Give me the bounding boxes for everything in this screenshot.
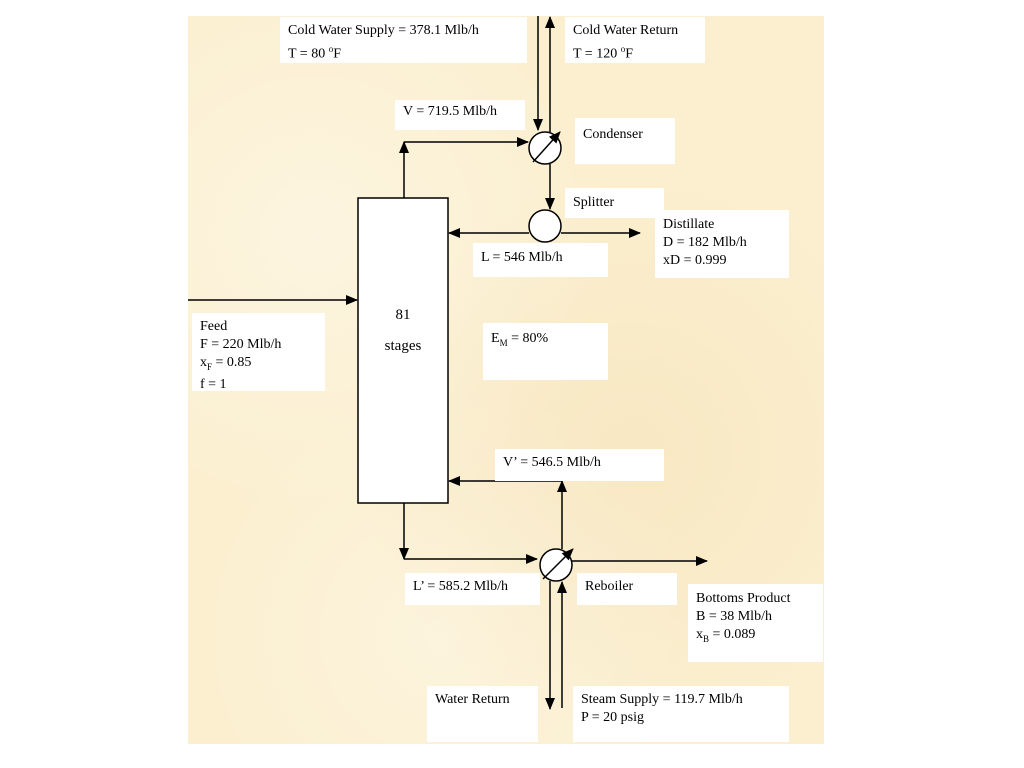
column-stages-label: 81 stages — [358, 300, 448, 362]
diagram-background — [188, 16, 824, 744]
water-return-label: Water Return — [427, 686, 538, 742]
distillate-purity: xD = 0.999 — [663, 253, 727, 268]
reboiler-label: Reboiler — [577, 573, 677, 605]
splitter-node — [528, 209, 562, 243]
feed-flow: F = 220 Mlb/h — [200, 337, 282, 352]
bottoms-title: Bottoms Product — [696, 591, 791, 606]
steam-supply-label: Steam Supply = 119.7 Mlb/h P = 20 psig — [573, 686, 789, 742]
distillation-column — [357, 197, 449, 504]
column-stage-count: 81 — [395, 307, 411, 323]
cold-water-supply-flow: Cold Water Supply = 378.1 Mlb/h — [288, 23, 479, 38]
cold-water-return-temp: T = 120 oF — [573, 44, 633, 62]
steam-supply-flow: Steam Supply = 119.7 Mlb/h — [581, 692, 743, 707]
vapor-top-label: V = 719.5 Mlb/h — [395, 100, 525, 130]
liquid-bottom-label: L’ = 585.2 Mlb/h — [405, 573, 540, 605]
column-stage-unit: stages — [384, 338, 422, 354]
vapor-bottom-label: V’ = 546.5 Mlb/h — [495, 449, 664, 481]
reflux-label: L = 546 Mlb/h — [473, 243, 608, 277]
feed-title: Feed — [200, 319, 228, 334]
condenser-label: Condenser — [575, 118, 675, 164]
cold-water-supply-temp: T = 80 oF — [288, 44, 341, 62]
cold-water-return-title: Cold Water Return — [573, 23, 679, 38]
reboiler-diagonal-arrow — [542, 548, 574, 580]
distillate-flow: D = 182 Mlb/h — [663, 235, 747, 250]
bottoms-flow: B = 38 Mlb/h — [696, 609, 772, 624]
splitter-label: Splitter — [565, 188, 664, 218]
steam-supply-pressure: P = 20 psig — [581, 710, 644, 725]
condenser-diagonal-arrow — [532, 131, 561, 163]
distillate-title: Distillate — [663, 217, 715, 232]
distillate-label: Distillate D = 182 Mlb/h xD = 0.999 — [655, 210, 789, 278]
bottoms-product-label: Bottoms Product B = 38 Mlb/h xB = 0.089 — [688, 584, 823, 662]
cold-water-return-label: Cold Water Return T = 120 oF — [565, 17, 705, 63]
feed-label: Feed F = 220 Mlb/h xF = 0.85 f = 1 — [192, 313, 325, 392]
feed-condition: f = 1 — [200, 376, 227, 392]
feed-composition: xF = 0.85 — [200, 355, 252, 372]
cold-water-supply-label: Cold Water Supply = 378.1 Mlb/h T = 80 o… — [280, 17, 527, 63]
efficiency-label: EM = 80% — [483, 323, 608, 380]
efficiency-value: EM = 80% — [491, 331, 549, 348]
bottoms-composition: xB = 0.089 — [696, 627, 756, 644]
